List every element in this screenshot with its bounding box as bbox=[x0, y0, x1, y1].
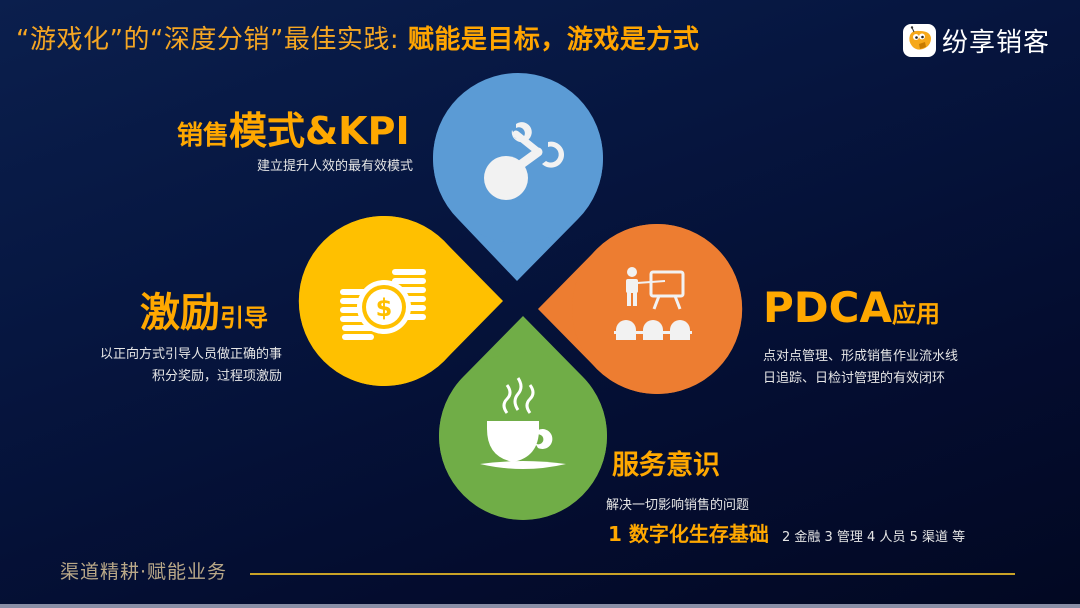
incentive-title-large: 激励 bbox=[140, 290, 220, 336]
incentive-description: 以正向方式引导人员做正确的事 积分奖励，过程项激励 bbox=[94, 344, 282, 388]
sales-model-title-small: 销售 bbox=[177, 121, 230, 151]
title-prefix: “游戏化”的“深度分销”最佳实践: bbox=[16, 25, 408, 55]
molecule-link-icon bbox=[484, 122, 565, 200]
service-highlight: 1 数字化生存基础 bbox=[608, 522, 769, 546]
incentive-description-line2: 积分奖励，过程项激励 bbox=[151, 369, 282, 384]
svg-text:$: $ bbox=[376, 294, 393, 322]
footer-divider bbox=[250, 573, 1015, 575]
petal-pdca bbox=[538, 224, 743, 394]
coins-dollar-icon: $ bbox=[340, 269, 426, 340]
service-extra: 2 金融 3 管理 4 人员 5 渠道 等 bbox=[781, 530, 966, 545]
service-description: 解决一切影响销售的问题 bbox=[606, 498, 750, 513]
pdca-title-small: 应用 bbox=[891, 300, 940, 328]
presentation-teacher-icon bbox=[614, 267, 692, 340]
service-priorities: 1 数字化生存基础 2 金融 3 管理 4 人员 5 渠道 等 bbox=[608, 518, 965, 549]
pdca-title-large: PDCA bbox=[763, 283, 892, 332]
title-emphasis: 赋能是目标，游戏是方式 bbox=[407, 25, 700, 55]
sales-model-title-large: 模式&KPI bbox=[229, 109, 410, 153]
sales-model-description: 建立提升人效的最有效模式 bbox=[257, 159, 414, 174]
incentive-title-small: 引导 bbox=[220, 304, 268, 332]
pdca-description-line2: 日追踪、日检讨管理的有效闭环 bbox=[763, 371, 946, 386]
incentive-description-line1: 以正向方式引导人员做正确的事 bbox=[99, 347, 282, 362]
pdca-description: 点对点管理、形成销售作业流水线 日追踪、日检讨管理的有效闭环 bbox=[763, 346, 958, 390]
brand-logo: 纷享销客 bbox=[903, 20, 1050, 60]
incentive-title: 激励引导 bbox=[140, 280, 268, 338]
bottom-edge-bar bbox=[0, 604, 1080, 608]
footer-slogan: 渠道精耕·赋能业务 bbox=[60, 561, 228, 583]
page-title: “游戏化”的“深度分销”最佳实践: 赋能是目标，游戏是方式 bbox=[16, 16, 699, 64]
pdca-description-line1: 点对点管理、形成销售作业流水线 bbox=[763, 349, 959, 364]
brand-name: 纷享销客 bbox=[942, 27, 1051, 58]
sales-model-title: 销售模式&KPI bbox=[177, 100, 410, 155]
coffee-cup-icon bbox=[480, 377, 566, 469]
service-title: 服务意识 bbox=[612, 450, 720, 481]
pdca-title: PDCA应用 bbox=[763, 283, 940, 332]
bee-mascot-icon bbox=[903, 23, 936, 57]
